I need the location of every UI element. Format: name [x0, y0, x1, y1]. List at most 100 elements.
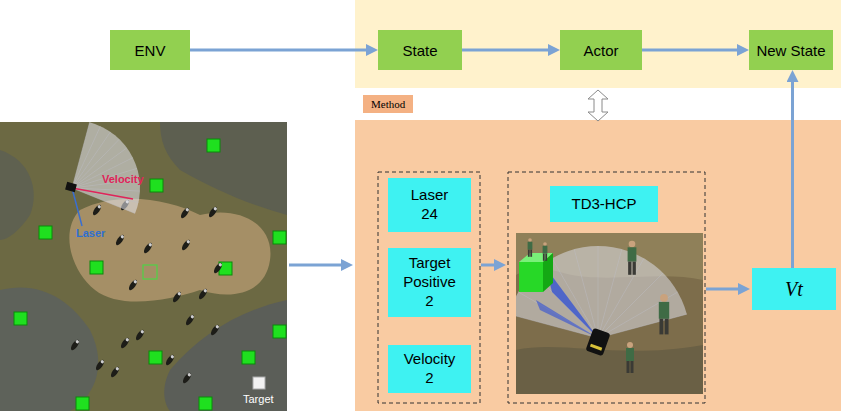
illustration-part [528, 238, 532, 242]
target-cube [253, 377, 265, 389]
illustration-part [148, 242, 152, 246]
illustration-part [197, 288, 208, 301]
laser-ray [72, 188, 138, 202]
method-panel: MethodLaser24Target Positive2Velocity2TD… [355, 120, 841, 411]
illustration-part [181, 372, 192, 385]
illustration-part [209, 324, 220, 337]
double-arrow [588, 90, 608, 121]
flow-arrow [190, 49, 369, 52]
illustration-part [212, 262, 223, 275]
illustration-part [665, 319, 669, 335]
pedestrian [171, 291, 182, 304]
obstacle-cube [273, 325, 286, 338]
illustration-part [164, 300, 287, 411]
process-box: ENV [110, 30, 190, 70]
pedestrian [94, 359, 105, 372]
laser-ray [598, 246, 599, 338]
obstacle-cube [199, 397, 212, 410]
illustration-part [180, 239, 191, 252]
illustration-part [633, 262, 636, 275]
flow-arrow [706, 288, 741, 291]
illustration-part [133, 279, 137, 283]
scene-label: Target [243, 393, 274, 405]
illustration-part [97, 204, 101, 208]
illustration-part [203, 288, 207, 292]
obstacle-cube [39, 226, 52, 239]
illustration-part [142, 242, 153, 255]
feature-box: TD3-HCP [550, 186, 658, 222]
scene-image [0, 122, 287, 411]
pedestrian [134, 329, 145, 342]
laser-fan [72, 122, 140, 213]
laser-hit [546, 268, 598, 338]
flow-arrow [462, 49, 551, 52]
laser-ray [72, 126, 100, 188]
node-text: ENV [135, 42, 166, 59]
feature-box: Target Positive2 [388, 248, 471, 317]
illustration-part [213, 206, 217, 210]
laser-ray [598, 273, 663, 338]
flow-arrow [481, 264, 497, 267]
cube-face [519, 262, 543, 292]
illustration-part [218, 262, 222, 266]
robot-car [585, 328, 610, 357]
illustration-part [626, 348, 634, 361]
illustration-part [207, 206, 218, 219]
laser-ray [598, 258, 644, 338]
method-panel [355, 120, 841, 411]
illustration-part [120, 234, 124, 238]
illustration-part [69, 199, 270, 302]
pedestrian [69, 339, 80, 352]
model-group [508, 172, 705, 403]
illustration-part [0, 287, 98, 411]
model-image [516, 233, 703, 394]
illustration-part [91, 204, 102, 217]
flow-arrow [791, 79, 794, 268]
pedestrian [212, 262, 223, 275]
top-band [355, 0, 841, 88]
laser-ray [598, 314, 687, 338]
flow-arrow [642, 49, 740, 52]
illustration-part [528, 250, 530, 257]
illustration-part [187, 372, 191, 376]
input-group [378, 172, 480, 403]
laser-ray [518, 292, 598, 338]
laser-ray [72, 188, 135, 213]
laser-vector [72, 188, 82, 226]
pedestrian [207, 206, 218, 219]
illustration-part [177, 291, 181, 295]
pedestrian [179, 207, 190, 220]
pedestrian [626, 342, 634, 373]
obstacle-cube [149, 351, 162, 364]
illustration-part [545, 254, 547, 261]
feature-box: Velocity2 [388, 345, 471, 393]
illustration-part [160, 122, 287, 215]
pedestrian [119, 337, 130, 350]
pedestrian [164, 354, 175, 367]
node-text: Velocity [404, 350, 456, 369]
node-text: 2 [425, 369, 433, 388]
obstacle-cube [150, 179, 163, 192]
illustration-part [75, 339, 79, 343]
pedestrian [114, 234, 125, 247]
illustration-part [127, 279, 138, 292]
illustration-part [114, 234, 125, 247]
illustration-part [140, 329, 144, 333]
illustration-part [186, 239, 190, 243]
output-box: Vt [752, 268, 836, 310]
illustration-part [171, 291, 182, 304]
illustration-part [184, 314, 195, 327]
illustration-part [164, 354, 175, 367]
flow-arrow [289, 264, 344, 267]
node-text: 24 [421, 205, 438, 224]
pedestrian [127, 279, 138, 292]
pedestrian [181, 372, 192, 385]
obstacle-cube [242, 351, 255, 364]
illustration-part [215, 324, 219, 328]
pedestrian [659, 294, 669, 334]
obstacle-cube [90, 261, 103, 274]
pedestrian [180, 239, 191, 252]
process-box: State [378, 30, 462, 70]
node-text: New State [756, 42, 825, 59]
